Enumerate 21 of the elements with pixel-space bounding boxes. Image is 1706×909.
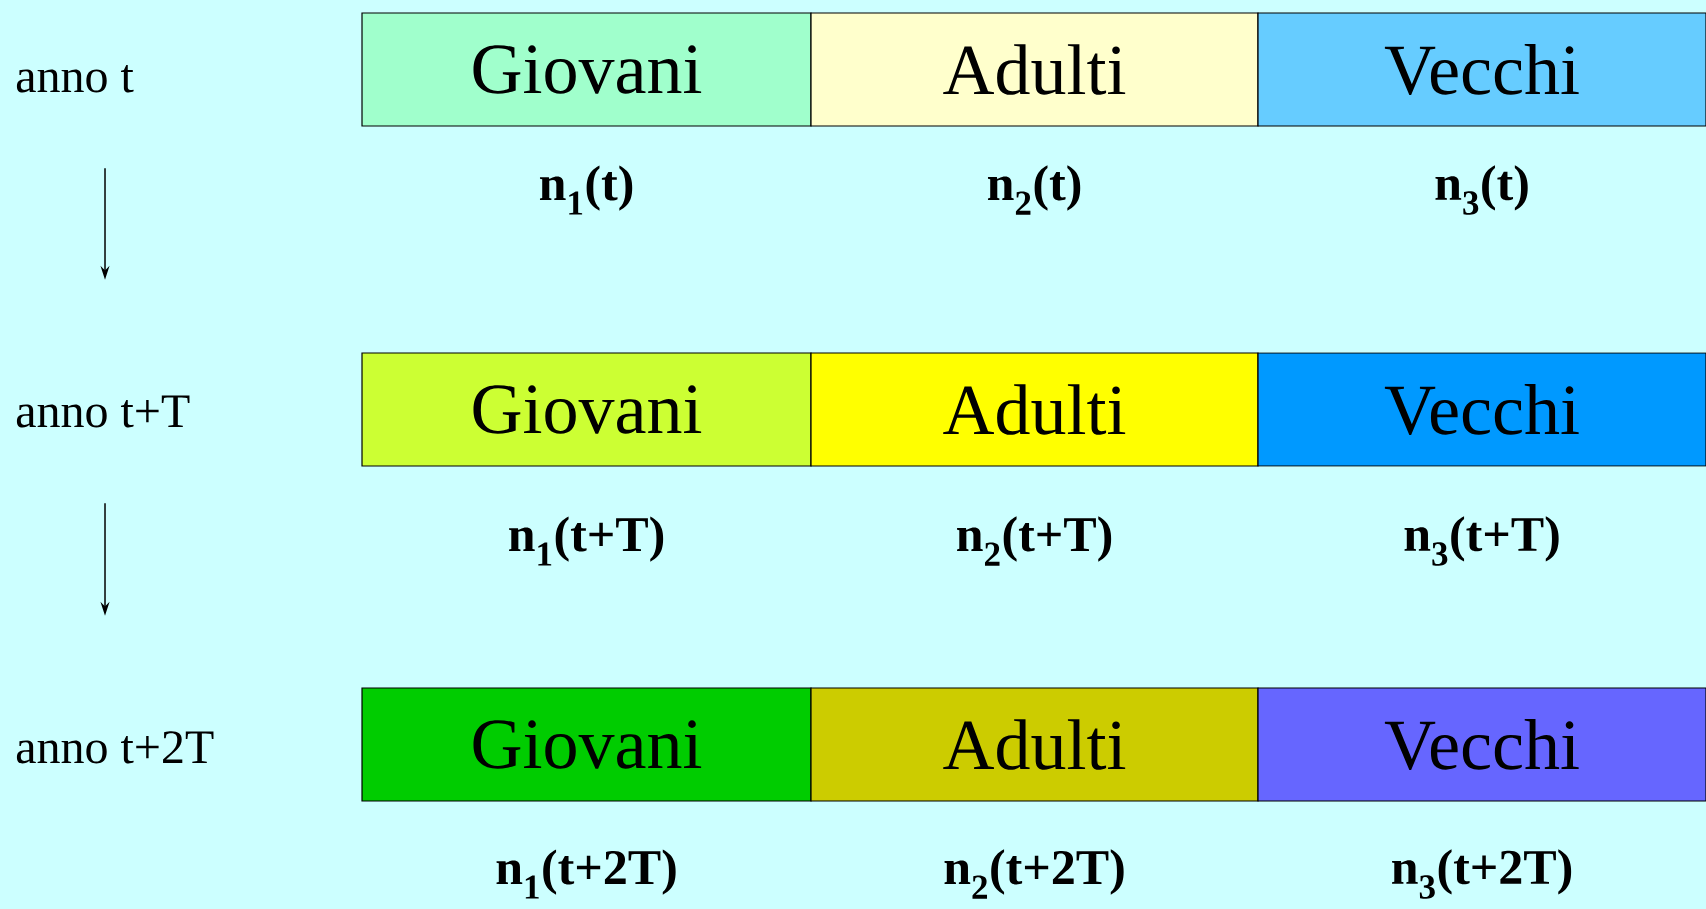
age-class-box: Vecchi (1257, 687, 1706, 802)
population-label: n$_{1}$(t+T) (509, 516, 664, 566)
population-label: n$_{1}$(t) (540, 165, 633, 215)
population-label: n$_{2}$(t+2T) (944, 849, 1124, 899)
row-label: anno t (16, 64, 134, 93)
age-class-box: Giovani (361, 352, 812, 467)
age-class-box: Giovani (361, 12, 812, 127)
age-class-box: Giovani (361, 687, 812, 802)
population-label: n$_{3}$(t+T) (1404, 516, 1559, 566)
population-label: n$_{2}$(t+T) (957, 516, 1112, 566)
age-class-box: Adulti (810, 687, 1259, 802)
age-class-box: Adulti (810, 12, 1259, 127)
population-label: n$_{1}$(t+2T) (496, 849, 676, 899)
population-label: n$_{3}$(t) (1435, 165, 1528, 215)
age-class-box: Adulti (810, 352, 1259, 467)
age-class-box: Vecchi (1257, 12, 1706, 127)
population-label: n$_{3}$(t+2T) (1392, 849, 1572, 899)
row-label: anno t+2T (16, 731, 214, 764)
population-label: n$_{2}$(t) (988, 165, 1081, 215)
age-class-box: Vecchi (1257, 352, 1706, 467)
row-label: anno t+T (16, 395, 190, 428)
